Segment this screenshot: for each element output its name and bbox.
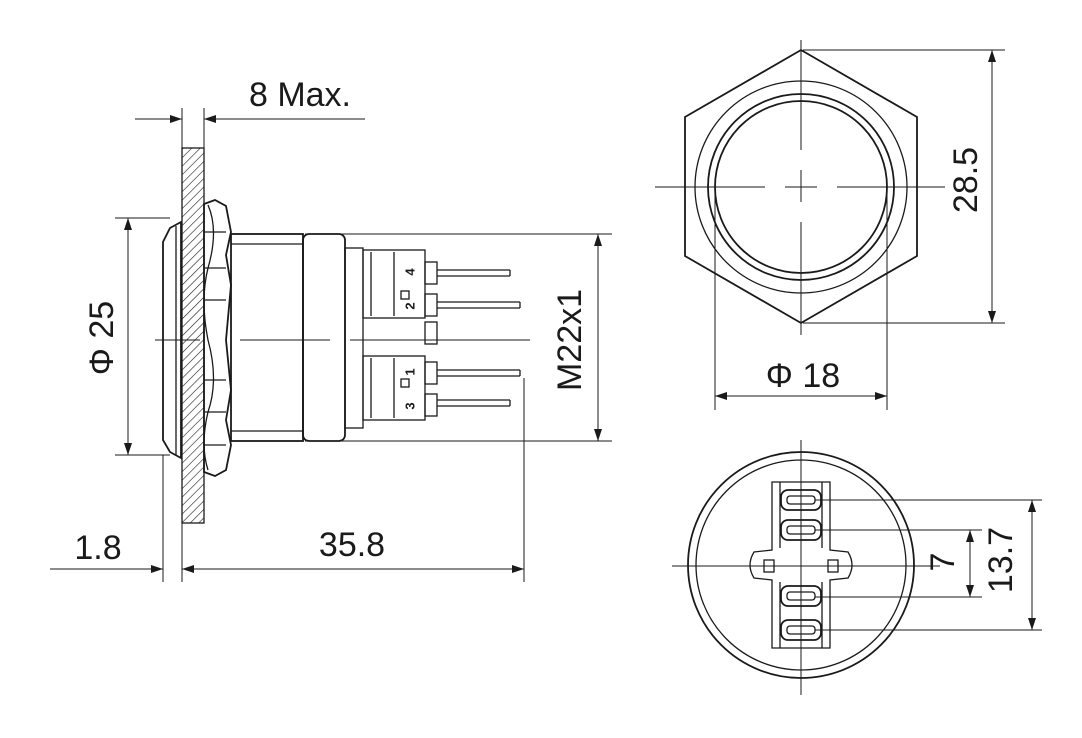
label-13-7: 13.7	[982, 527, 1020, 593]
label-phi-18: Φ 18	[766, 357, 840, 395]
side-view	[155, 147, 530, 524]
rear-view	[672, 440, 940, 695]
hex-nut	[203, 199, 232, 477]
label-8-max: 8 Max.	[249, 76, 351, 114]
switch-housing	[302, 233, 346, 442]
label-1-8: 1.8	[74, 529, 121, 567]
label-m22x1: M22x1	[551, 289, 589, 391]
label-35-8: 35.8	[319, 526, 385, 564]
pin-number-3: 3	[402, 402, 417, 409]
dim-28-5	[803, 49, 1005, 324]
dim-m22x1	[305, 233, 612, 442]
dim-8-max	[135, 108, 365, 148]
terminal-base	[344, 247, 364, 429]
dim-7-and-13-7	[815, 499, 1042, 631]
pin-number-1: 1	[402, 368, 417, 375]
threaded-body	[230, 233, 304, 442]
pin-number-4: 4	[402, 268, 417, 276]
terminal-block-lower	[362, 355, 426, 421]
pin-number-2: 2	[402, 302, 417, 309]
dim-phi-25	[115, 217, 170, 456]
dim-phi-18	[714, 190, 888, 410]
label-28-5: 28.5	[947, 147, 985, 213]
label-7: 7	[924, 553, 962, 572]
button-flange	[162, 220, 182, 460]
rear-terminal-block	[749, 481, 853, 649]
dim-1-8-and-35-8	[50, 378, 525, 582]
front-view	[655, 40, 945, 335]
label-phi-25: Φ 25	[83, 301, 121, 375]
mounting-panel	[181, 147, 205, 524]
